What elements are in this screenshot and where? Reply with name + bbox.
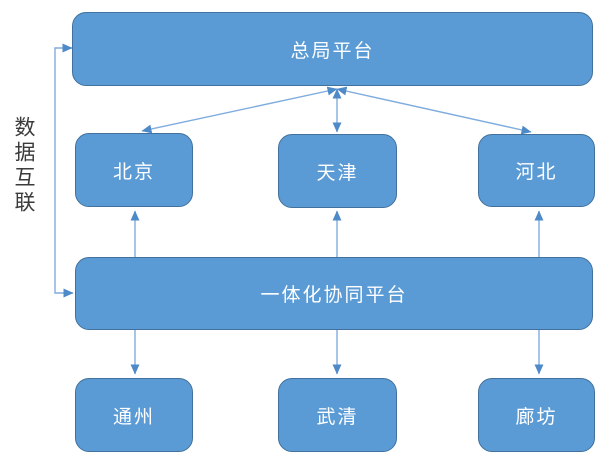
- node-integrated-platform: 一体化协同平台: [75, 257, 593, 330]
- arrow-top-platform-hebei: [336, 86, 532, 135]
- node-beijing: 北京: [75, 133, 193, 207]
- node-wuqing: 武清: [278, 378, 397, 452]
- elbow-connector-data-interlink: [54, 43, 74, 298]
- node-hebei: 河北: [478, 134, 595, 207]
- arrow-top-platform-beijing: [141, 86, 338, 134]
- side-label-data-interlink: 数据互联: [12, 116, 36, 216]
- node-top-platform: 总局平台: [72, 12, 593, 86]
- node-tianjin: 天津: [278, 134, 397, 208]
- node-langfang: 廊坊: [478, 378, 595, 452]
- node-tongzhou: 通州: [75, 378, 193, 452]
